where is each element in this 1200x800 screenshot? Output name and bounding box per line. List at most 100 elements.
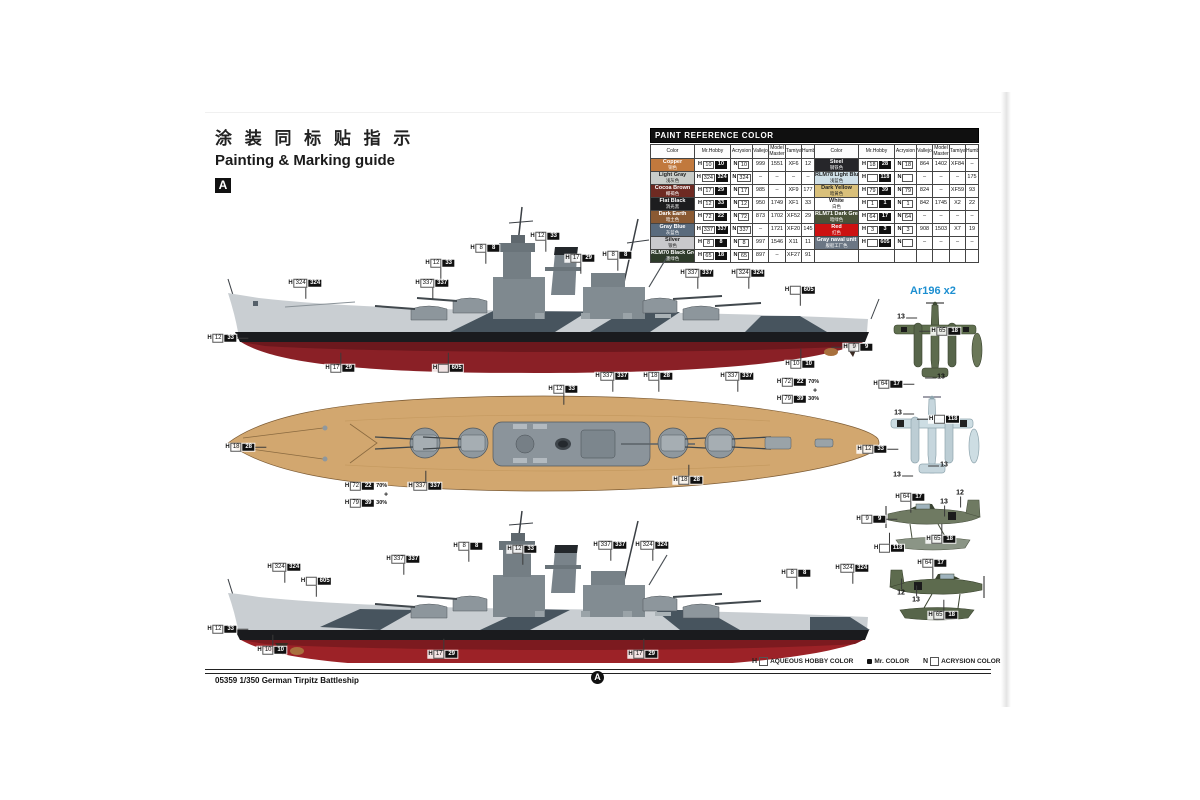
model-master-code: 1551 (768, 158, 786, 172)
paint-table-column-header: Tamiya (949, 144, 966, 159)
model-master-code: – (932, 236, 950, 250)
section-marker-circle: A (591, 671, 604, 684)
humbrol-code: – (965, 158, 979, 172)
paint-color-swatch: RLM70 Black Green墨绿色 (650, 249, 695, 263)
paint-table-column-header: Vallejo (916, 144, 933, 159)
paint-table-column-header: Mr.Hobby (858, 144, 895, 159)
ship-top-profile-figure (227, 206, 880, 373)
model-master-code: 1503 (932, 223, 950, 237)
page-edge-top (205, 112, 1005, 113)
model-master-code: 1402 (932, 158, 950, 172)
tamiya-code: – (785, 171, 802, 185)
tamiya-code: XF59 (949, 184, 966, 198)
paint-table-title: PAINT REFERENCE COLOR (650, 128, 979, 143)
kit-number-text: 05359 1/350 German Tirpitz Battleship (215, 676, 359, 685)
ship-bottom-profile-figure (227, 510, 870, 663)
aircraft-bottom-view-figure (890, 395, 980, 474)
paint-table-column-header: Vallejo (752, 144, 769, 159)
humbrol-code: 19 (965, 223, 979, 237)
legend-item: Mr. COLOR (867, 658, 909, 665)
paint-table-column-header: Acrysion (894, 144, 917, 159)
tamiya-code: XF6 (785, 158, 802, 172)
tamiya-code: – (949, 210, 966, 224)
page-title-chinese: 涂 装 同 标 贴 指 示 (215, 129, 415, 148)
aircraft-top-view-figure (893, 301, 983, 379)
code-box-icon (930, 657, 940, 666)
humbrol-code: 12 (801, 158, 815, 172)
model-master-code: – (932, 171, 950, 185)
paint-table-column-header: Humbrol (801, 144, 815, 159)
humbrol-code: 175 (965, 171, 979, 185)
page-edge-right (1001, 92, 1011, 707)
tamiya-code: XF84 (949, 158, 966, 172)
model-master-code: – (768, 249, 786, 263)
paint-table-column-header: Humbrol (965, 144, 979, 159)
humbrol-code: – (801, 171, 815, 185)
model-master-code: – (932, 210, 950, 224)
humbrol-code: 93 (965, 184, 979, 198)
humbrol-code: 22 (965, 197, 979, 211)
vallejo-code: – (916, 236, 933, 250)
ship-deck-plan-figure (227, 395, 880, 492)
acrysion-code: N (894, 171, 917, 185)
vallejo-code: 908 (916, 223, 933, 237)
model-master-code: 1745 (932, 197, 950, 211)
humbrol-code: – (965, 210, 979, 224)
model-master-code: – (768, 171, 786, 185)
humbrol-code: – (965, 236, 979, 250)
paint-table-column-header: Acrysion (730, 144, 753, 159)
acrysion-code: N (894, 236, 917, 250)
code-box-icon (759, 657, 769, 666)
tamiya-code: – (949, 171, 966, 185)
tamiya-code: X7 (949, 223, 966, 237)
paint-table-column-header: Color (650, 144, 695, 159)
vallejo-code: 999 (752, 158, 769, 172)
tamiya-code: X2 (949, 197, 966, 211)
tamiya-code: – (949, 236, 966, 250)
page-header: 涂 装 同 标 贴 指 示 Painting & Marking guide A (215, 124, 414, 193)
vallejo-code: – (752, 171, 769, 185)
vallejo-code: 842 (916, 197, 933, 211)
paint-table-column-header: Mr.Hobby (694, 144, 731, 159)
vallejo-code: – (916, 171, 933, 185)
model-master-code: – (932, 184, 950, 198)
aircraft-side-view-2-figure (889, 569, 985, 621)
aircraft-side-view-figure (885, 499, 981, 551)
vallejo-code: 864 (916, 158, 933, 172)
paint-color-swatch: RLM71 Dark Green暗绿色 (814, 210, 859, 224)
